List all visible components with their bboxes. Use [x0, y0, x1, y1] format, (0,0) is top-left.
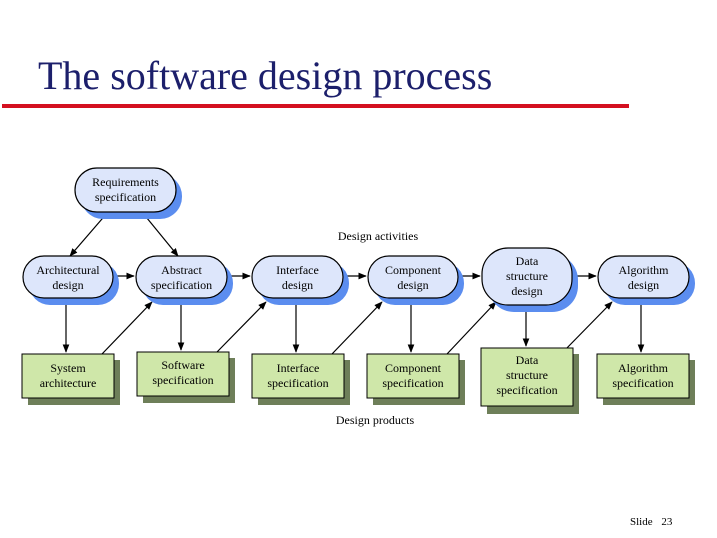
- oval-architectural-design: Architectural design: [22, 255, 119, 305]
- design-products-label: Design products: [336, 413, 415, 427]
- node-text: Software: [161, 358, 204, 372]
- node-text: Interface: [276, 263, 319, 277]
- slide-footer: Slide 23: [630, 516, 672, 528]
- node-text: specification: [496, 383, 557, 397]
- oval-algorithm-design: Algorithm design: [597, 255, 695, 305]
- box-data-structure-specification: Data structure specification: [480, 347, 579, 414]
- svg-text:structure: structure: [506, 269, 548, 283]
- svg-text:specification: specification: [151, 278, 212, 292]
- svg-text:Design products: Design products: [336, 413, 415, 427]
- svg-text:architecture: architecture: [40, 376, 97, 390]
- arrow-req-to-abstract: [141, 211, 179, 257]
- svg-text:Architectural: Architectural: [36, 263, 100, 277]
- arrow-software-spec-to-interface: [216, 301, 267, 353]
- svg-text:specification: specification: [95, 190, 156, 204]
- box-software-specification: Software specification: [136, 351, 235, 403]
- oval-requirements-specification: Requirements specification: [74, 167, 182, 219]
- svg-text:structure: structure: [506, 368, 548, 382]
- svg-text:design: design: [628, 278, 659, 292]
- node-text: Data: [516, 254, 539, 268]
- node-text: architecture: [40, 376, 97, 390]
- oval-component-design: Component design: [367, 255, 464, 305]
- arrow-req-to-architectural: [69, 211, 109, 257]
- svg-text:Software: Software: [161, 358, 204, 372]
- node-text: specification: [267, 376, 328, 390]
- svg-text:Data: Data: [516, 254, 539, 268]
- svg-text:specification: specification: [496, 383, 557, 397]
- arrow-datastructure-spec-to-algorithm: [562, 301, 613, 353]
- svg-text:Interface: Interface: [276, 263, 319, 277]
- svg-text:specification: specification: [152, 373, 213, 387]
- svg-text:Component: Component: [385, 361, 442, 375]
- oval-interface-design: Interface design: [251, 255, 349, 305]
- node-text: Component: [385, 263, 442, 277]
- svg-text:Algorithm: Algorithm: [619, 263, 670, 277]
- svg-text:Design activities: Design activities: [338, 229, 419, 243]
- node-text: Abstract: [161, 263, 202, 277]
- node-text: design: [282, 278, 313, 292]
- arrow-interface-spec-to-component: [331, 301, 383, 355]
- node-text: specification: [95, 190, 156, 204]
- svg-text:Abstract: Abstract: [161, 263, 202, 277]
- connectors: [62, 211, 645, 355]
- node-text: specification: [152, 373, 213, 387]
- node-text: Interface: [277, 361, 320, 375]
- slide-number: 23: [661, 516, 673, 528]
- node-text: structure: [506, 269, 548, 283]
- node-text: design: [52, 278, 83, 292]
- node-text: specification: [382, 376, 443, 390]
- node-text: Algorithm: [619, 263, 670, 277]
- svg-text:design: design: [282, 278, 313, 292]
- design-activities-label: Design activities: [338, 229, 419, 243]
- node-text: specification: [612, 376, 673, 390]
- svg-text:System: System: [50, 361, 86, 375]
- svg-text:Interface: Interface: [277, 361, 320, 375]
- svg-text:Algorithm: Algorithm: [618, 361, 669, 375]
- node-text: design: [511, 284, 542, 298]
- node-text: design: [397, 278, 428, 292]
- svg-text:specification: specification: [382, 376, 443, 390]
- svg-text:design: design: [511, 284, 542, 298]
- node-text: Architectural: [36, 263, 100, 277]
- node-text: System: [50, 361, 86, 375]
- box-component-specification: Component specification: [366, 353, 465, 405]
- svg-text:specification: specification: [612, 376, 673, 390]
- arrow-system-architecture-to-abstract: [101, 301, 153, 355]
- svg-text:specification: specification: [267, 376, 328, 390]
- box-interface-specification: Interface specification: [251, 353, 350, 405]
- box-algorithm-specification: Algorithm specification: [596, 353, 695, 405]
- node-text: Data: [516, 353, 539, 367]
- oval-data-structure-design: Data structure design: [481, 247, 578, 312]
- node-text: structure: [506, 368, 548, 382]
- title-underline: [2, 104, 629, 108]
- slide-title: The software design process: [38, 53, 493, 98]
- svg-text:Component: Component: [385, 263, 442, 277]
- svg-text:design: design: [52, 278, 83, 292]
- node-text: Component: [385, 361, 442, 375]
- svg-text:Data: Data: [516, 353, 539, 367]
- node-text: design: [628, 278, 659, 292]
- node-text: specification: [151, 278, 212, 292]
- node-text: Requirements: [92, 175, 159, 189]
- box-system-architecture: System architecture: [21, 353, 120, 405]
- node-text: Algorithm: [618, 361, 669, 375]
- svg-text:design: design: [397, 278, 428, 292]
- oval-abstract-specification: Abstract specification: [135, 255, 233, 305]
- arrow-component-spec-to-datastructure: [446, 301, 497, 355]
- svg-text:Requirements: Requirements: [92, 175, 159, 189]
- slide-label: Slide: [630, 516, 653, 528]
